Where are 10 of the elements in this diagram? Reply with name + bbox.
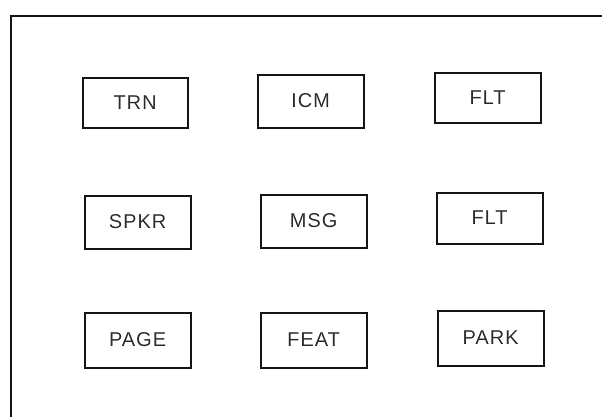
key-button: FLT	[434, 72, 542, 124]
key-button: SPKR	[84, 195, 192, 250]
key-button: FLT	[436, 192, 544, 245]
key-button: PARK	[437, 310, 545, 367]
key-button: TRN	[82, 77, 189, 129]
panel-frame	[10, 15, 602, 417]
key-button: MSG	[260, 194, 368, 249]
key-button: FEAT	[260, 312, 368, 369]
key-button: PAGE	[84, 312, 192, 369]
key-button: ICM	[257, 74, 365, 129]
